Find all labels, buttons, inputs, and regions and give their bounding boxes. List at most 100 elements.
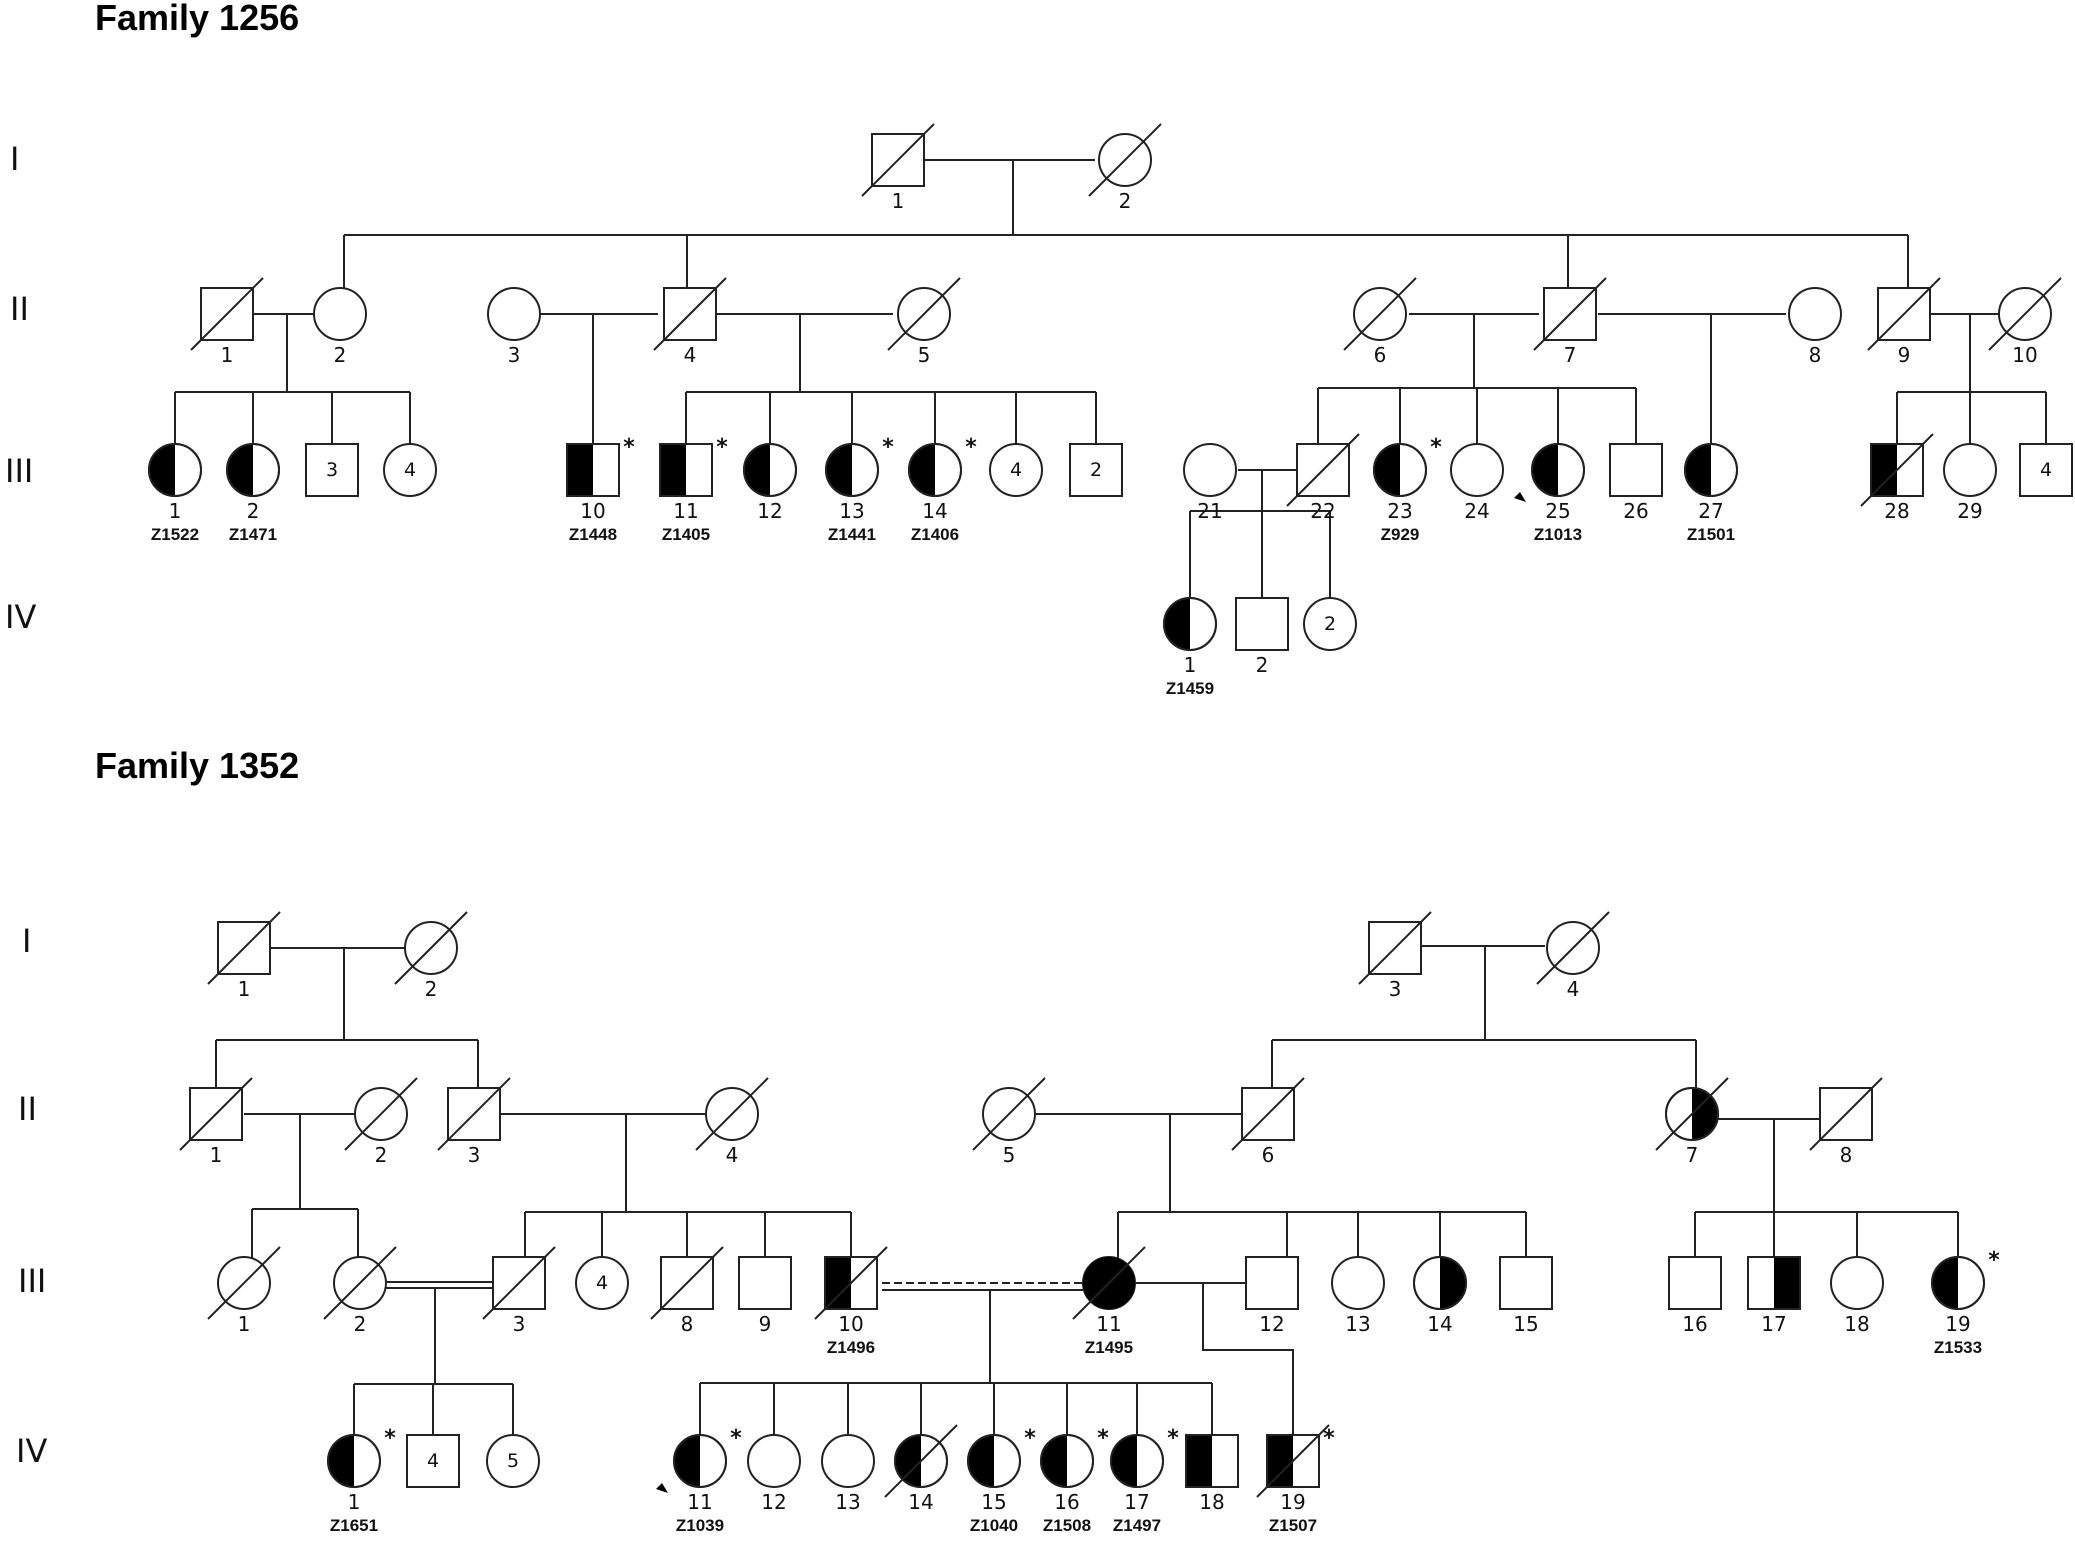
star-marker: *	[716, 435, 728, 460]
individual-1-IV-13: 13	[821, 1434, 875, 1514]
individual-number: 3	[508, 343, 521, 367]
half-affected-fill	[1186, 1435, 1212, 1487]
star-marker: *	[1323, 1426, 1335, 1451]
individual-1-IV-18: 18	[1185, 1434, 1239, 1514]
individual-number: 1	[238, 977, 251, 1001]
individual-number: 17	[1124, 1490, 1149, 1514]
individual-1-III-17: 17	[1747, 1256, 1801, 1336]
deceased-slash	[695, 1077, 769, 1151]
individual-number: 2	[1119, 189, 1132, 213]
individual-number: 8	[681, 1312, 694, 1336]
individual-number: 1	[221, 343, 234, 367]
half-affected-fill	[826, 444, 852, 496]
individual-1-III-18: 18	[1830, 1256, 1884, 1336]
star-marker: *	[965, 435, 977, 460]
symbol-outline	[1531, 443, 1585, 497]
individual-number: 11	[673, 499, 698, 523]
individual-number: 17	[1761, 1312, 1786, 1336]
star-marker: *	[1988, 1248, 2000, 1273]
half-affected-fill	[1041, 1435, 1067, 1487]
individual-1-II-6: 6	[1231, 1077, 1305, 1167]
individual-number: 2	[375, 1143, 388, 1167]
individual-number: 1	[348, 1490, 361, 1514]
sample-id-label: Z1522	[151, 525, 199, 544]
individual-1-IV-4: 4	[406, 1434, 460, 1488]
deceased-slash	[323, 1246, 397, 1320]
symbol-outline	[673, 1434, 727, 1488]
individual-number: 7	[1564, 343, 1577, 367]
individual-1-III-14: 14	[1413, 1256, 1467, 1336]
symbol-outline	[825, 443, 879, 497]
individual-0-IV-2: 2	[1235, 597, 1289, 677]
female-circle-symbol	[747, 1434, 801, 1488]
individual-number: 13	[835, 1490, 860, 1514]
symbol-outline	[1163, 597, 1217, 651]
sample-id-label: Z1448	[569, 525, 617, 544]
individual-0-III-4: 4	[383, 443, 437, 497]
individual-1-II-3: 3	[437, 1077, 511, 1167]
half-affected-fill	[567, 444, 593, 496]
individual-number: 23	[1387, 499, 1412, 523]
generation-label: III	[5, 452, 33, 490]
deceased-slash	[207, 911, 281, 985]
individual-0-II-4: 4	[653, 277, 727, 367]
individual-1-I-1: 1	[207, 911, 281, 1001]
individual-number: 15	[981, 1490, 1006, 1514]
sample-id-label: Z1406	[911, 525, 959, 544]
deceased-slash	[884, 1424, 958, 1498]
generation-label: II	[10, 290, 29, 328]
group-count-label: 5	[507, 1450, 519, 1472]
individual-1-II-8: 8	[1809, 1077, 1883, 1167]
individual-number: 9	[1898, 343, 1911, 367]
individual-1-III-4: 4	[575, 1256, 629, 1310]
individual-number: 4	[726, 1143, 739, 1167]
deceased-slash	[179, 1077, 253, 1151]
individual-number: 4	[684, 343, 697, 367]
individual-number: 29	[1957, 499, 1982, 523]
generation-label: I	[10, 140, 19, 178]
deceased-slash	[814, 1246, 888, 1320]
half-affected-fill	[1932, 1257, 1958, 1309]
deceased-slash	[1231, 1077, 1305, 1151]
individual-1-III-2: 2	[323, 1246, 397, 1336]
individual-0-I-1: 1	[861, 123, 935, 213]
individual-0-II-7: 7	[1533, 277, 1607, 367]
deceased-slash	[1867, 277, 1941, 351]
female-circle-symbol	[821, 1434, 875, 1488]
star-marker: *	[623, 435, 635, 460]
individual-0-III-2: 2	[1069, 443, 1123, 497]
sample-id-label: Z1651	[330, 1516, 378, 1535]
individual-number: 22	[1310, 499, 1335, 523]
individual-1-I-4: 4	[1536, 911, 1610, 1001]
individual-0-III-3: 3	[305, 443, 359, 497]
star-marker: *	[1430, 435, 1442, 460]
sample-id-label: Z1501	[1687, 525, 1735, 544]
individual-number: 1	[892, 189, 905, 213]
deceased-slash	[650, 1246, 724, 1320]
sample-id-label: Z1039	[676, 1516, 724, 1535]
sample-id-label: Z1508	[1043, 1516, 1091, 1535]
deceased-slash	[1072, 1246, 1146, 1320]
symbol-outline	[1747, 1256, 1801, 1310]
individual-0-III-28: 28	[1860, 433, 1934, 523]
deceased-slash	[1860, 433, 1934, 507]
individual-number: 2	[334, 343, 347, 367]
symbol-outline	[1266, 1434, 1320, 1488]
individual-number: 2	[247, 499, 260, 523]
star-marker: *	[1024, 1426, 1036, 1451]
male-square-symbol	[406, 1434, 460, 1488]
deceased-slash	[887, 277, 961, 351]
individual-0-II-5: 5	[887, 277, 961, 367]
symbol-outline	[1185, 1434, 1239, 1488]
male-square-symbol	[1235, 597, 1289, 651]
